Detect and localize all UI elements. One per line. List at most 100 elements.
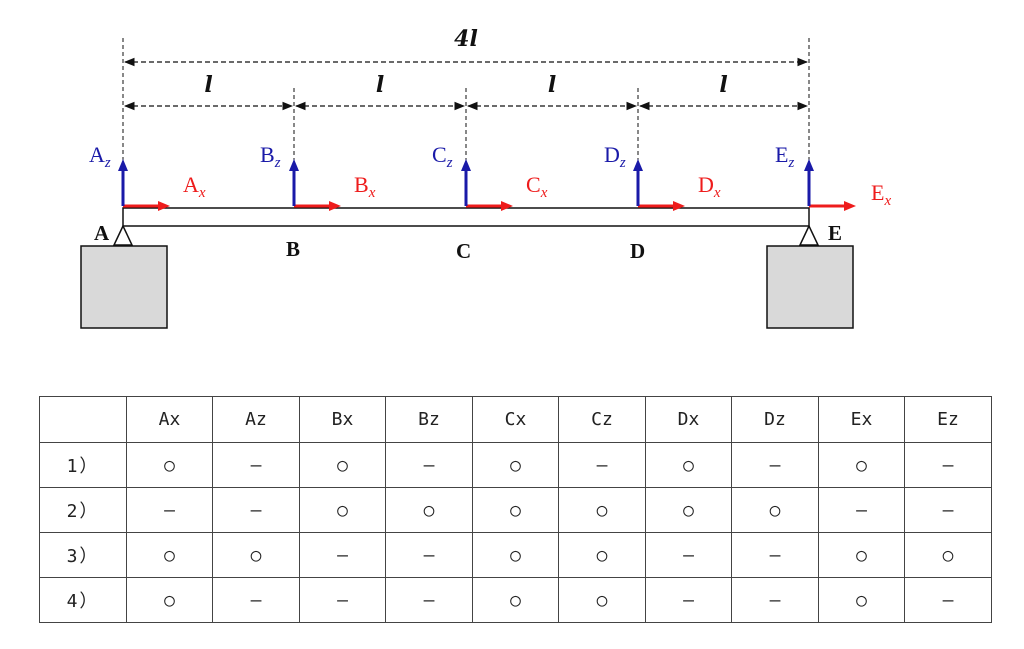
z-force-label: Az [89,142,111,171]
x-force-label-subscript: x [713,185,721,201]
table-cell: ○ [558,577,646,623]
z-force-label-subscript: z [787,155,794,171]
support-block [80,245,168,329]
point-label-e: E [828,221,842,245]
z-force-arrowhead [461,159,471,171]
beam [122,207,810,227]
table-cell: ○ [212,532,300,578]
table-cell: — [558,442,646,488]
z-force-label-main: B [260,142,275,167]
table-cell: — [731,532,819,578]
column-header: Ax [126,396,213,443]
supports [80,224,854,329]
table-cell: — [212,577,300,623]
z-force-arrowhead [804,159,814,171]
table-cell: ○ [126,532,213,578]
table-cell: — [385,442,473,488]
point-labels: A B C D E [94,221,842,263]
table-cell: ○ [818,442,905,488]
z-force-label-main: C [432,142,447,167]
table-cell: ○ [385,487,473,533]
z-force-label: Ez [775,142,794,171]
x-force-label-subscript: x [540,185,548,201]
table-cell: ○ [299,487,386,533]
column-header: Ez [904,396,992,443]
support-block [766,245,854,329]
table-cell: ○ [818,532,905,578]
table-cell: ○ [731,487,819,533]
table-cell: ○ [126,442,213,488]
table-cell: ○ [472,577,559,623]
table-row: 2）——○○○○○○—— [39,487,992,533]
table-cell: ○ [558,487,646,533]
table-cell: — [904,487,992,533]
table-cell: — [904,577,992,623]
table-cell: ○ [645,442,732,488]
table-cell: ○ [904,532,992,578]
z-force-label: Cz [432,142,453,171]
z-force-label: Bz [260,142,281,171]
x-force-label-main: B [354,172,369,197]
z-force-arrowhead [633,159,643,171]
z-force-arrowhead [118,159,128,171]
table-cell: — [645,532,732,578]
segment-length-label: l [376,72,384,98]
x-force-label-subscript: x [198,185,206,201]
z-force-arrowhead [289,159,299,171]
table-cell: ○ [472,532,559,578]
table-cell: — [212,487,300,533]
header-corner-cell [39,396,127,443]
x-force-label: Ax [183,172,206,201]
table-cell: — [385,577,473,623]
x-force-arrowhead [673,201,685,211]
z-force-label-subscript: z [446,155,453,171]
column-header: Bx [299,396,386,443]
table-row: 4）○———○○——○— [39,577,992,623]
table-cell: — [126,487,213,533]
x-force-label-subscript: x [368,185,376,201]
row-label: 4） [39,577,127,623]
z-force-label-subscript: z [104,155,111,171]
segment-length-label: l [204,72,212,98]
table-cell: — [731,442,819,488]
table-cell: ○ [818,577,905,623]
segment-length-label: l [719,72,727,98]
column-header: Dx [645,396,732,443]
table-cell: — [731,577,819,623]
table-cell: ○ [645,487,732,533]
pin-support-icon [798,224,820,246]
point-label-d: D [630,239,645,263]
total-length-label: 4l [454,26,478,52]
x-force-arrowhead [501,201,513,211]
table-cell: — [818,487,905,533]
z-force-label-main: A [89,142,105,167]
table-cell: — [299,577,386,623]
x-force-label: Ex [871,180,891,209]
column-header: Cx [472,396,559,443]
x-force-label-subscript: x [883,193,891,209]
x-force-label-main: E [871,180,884,205]
beam-body [122,207,810,227]
table-cell: ○ [472,487,559,533]
point-label-a: A [94,221,110,245]
table-body: 1）○—○—○—○—○—2）——○○○○○○——3）○○——○○——○○4）○—… [39,442,992,623]
point-label-c: C [456,239,471,263]
dimension-lines: 4l l l l l [122,26,810,206]
segment-length-label: l [548,72,556,98]
column-header: Bz [385,396,473,443]
x-force-label-main: D [698,172,714,197]
z-force-label-subscript: z [619,155,626,171]
point-label-b: B [286,237,300,261]
row-label: 2） [39,487,127,533]
table-cell: — [645,577,732,623]
table-cell: ○ [472,442,559,488]
x-force-label-main: A [183,172,199,197]
x-force-label: Cx [526,172,548,201]
x-force-arrowhead [844,201,856,211]
pin-support-icon [112,224,134,246]
z-force-label-subscript: z [274,155,281,171]
